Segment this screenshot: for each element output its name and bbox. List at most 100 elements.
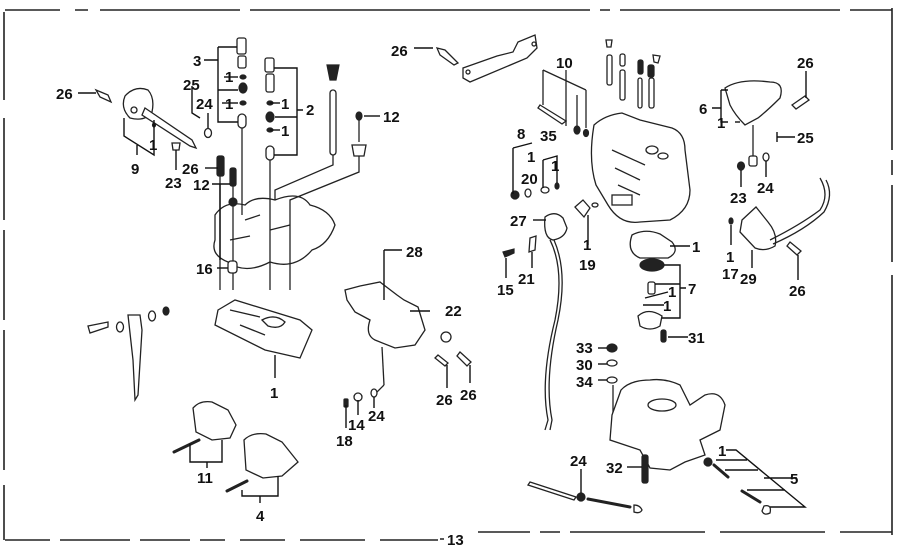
vacuum-unit-11 (172, 400, 237, 454)
spring-rod-24 (526, 481, 643, 514)
top-bracket (435, 34, 538, 83)
callout-1: 1 (583, 237, 591, 254)
callout-1: 1 (692, 239, 700, 256)
solenoid-29 (728, 177, 831, 251)
callout-5: 5 (790, 471, 798, 488)
screw-15 (502, 248, 515, 258)
callout-1: 1 (527, 149, 535, 166)
callout-35: 35 (540, 128, 557, 145)
screw-26-left (94, 88, 113, 104)
callout-25: 25 (797, 130, 814, 147)
float-rod (274, 64, 340, 200)
callout-13: 13 (447, 532, 464, 549)
washer-24 (203, 127, 213, 139)
callout-26: 26 (391, 43, 408, 60)
callout-27: 27 (510, 213, 527, 230)
callout-4: 4 (256, 508, 265, 525)
screws-26-center (434, 331, 472, 367)
sensor-27 (544, 213, 568, 431)
callout-26: 26 (182, 161, 199, 178)
callout-23: 23 (730, 190, 747, 207)
nuts-23-24-right (736, 152, 770, 171)
lever-arm-9 (122, 87, 198, 150)
callout-18: 18 (336, 433, 353, 450)
screw-31 (660, 329, 667, 343)
callout-24: 24 (570, 453, 587, 470)
callout-labels: 26 3 1 25 24 1 1 2 1 12 1 9 23 26 12 16 … (56, 43, 814, 549)
callout-30: 30 (576, 357, 593, 374)
needle-12 (289, 111, 367, 290)
adjust-screw-5 (703, 457, 772, 515)
callout-1: 1 (717, 115, 725, 132)
callout-33: 33 (576, 340, 593, 357)
vacuum-unit-4 (225, 432, 299, 493)
bracket-21 (528, 235, 537, 253)
callout-34: 34 (576, 374, 593, 391)
callout-1: 1 (281, 123, 289, 140)
callout-26: 26 (56, 86, 73, 103)
callout-25: 25 (183, 77, 200, 94)
callout-1: 1 (551, 158, 559, 175)
cover-6 (724, 80, 811, 167)
callout-17: 17 (722, 266, 739, 283)
callout-22: 22 (445, 303, 462, 320)
right-carburetor-top (590, 112, 691, 224)
choke-bracket-22 (344, 281, 426, 394)
nut-23 (171, 142, 181, 151)
callout-26: 26 (436, 392, 453, 409)
callout-24: 24 (368, 408, 385, 425)
callout-1: 1 (726, 249, 734, 266)
callout-1: 1 (663, 298, 671, 315)
callout-1: 1 (225, 69, 233, 86)
callout-1: 1 (281, 96, 289, 113)
callout-26: 26 (789, 283, 806, 300)
callout-26: 26 (797, 55, 814, 72)
callout-20: 20 (521, 171, 538, 188)
callout-1: 1 (668, 284, 676, 301)
callout-16: 16 (196, 261, 213, 278)
diaphragm-7 (637, 258, 665, 330)
callout-10: 10 (556, 55, 573, 72)
callout-29: 29 (740, 271, 757, 288)
callout-1: 1 (718, 443, 726, 460)
callout-8: 8 (517, 126, 525, 143)
callout-15: 15 (497, 282, 514, 299)
callout-6: 6 (699, 101, 707, 118)
callout-24: 24 (757, 180, 774, 197)
jet-group-top-right (605, 39, 661, 109)
callout-24: 24 (196, 96, 213, 113)
callout-32: 32 (606, 460, 623, 477)
callout-12: 12 (193, 177, 210, 194)
callout-9: 9 (131, 161, 139, 178)
callout-11: 11 (197, 470, 213, 487)
jet-stack-3 (236, 37, 248, 215)
leader-lines (78, 46, 807, 540)
jet-group-10 (537, 69, 590, 138)
small-parts-18-14-24 (343, 388, 378, 408)
float-chamber-cap-16 (227, 260, 238, 274)
gasket-1-right (629, 230, 676, 259)
diagram-frame (3, 8, 893, 541)
callout-1: 1 (225, 96, 233, 113)
callout-7: 7 (688, 281, 696, 298)
callout-28: 28 (406, 244, 423, 261)
right-carburetor-base (609, 378, 726, 471)
screw-32 (641, 454, 649, 484)
callout-26: 26 (460, 387, 477, 404)
callout-23: 23 (165, 175, 182, 192)
callout-31: 31 (688, 330, 705, 347)
callout-3: 3 (193, 53, 201, 70)
callout-2: 2 (306, 102, 314, 119)
insulator-gasket-1 (214, 299, 313, 359)
callout-1: 1 (270, 385, 278, 402)
callout-14: 14 (348, 417, 365, 434)
screw-26-right-bottom (786, 241, 802, 256)
throttle-lever (87, 306, 170, 403)
callout-12: 12 (383, 109, 400, 126)
gasket-19 (574, 199, 599, 219)
callout-1: 1 (149, 137, 157, 154)
callout-21: 21 (518, 271, 535, 288)
upper-carburetor-body (213, 195, 336, 270)
callout-19: 19 (579, 257, 596, 274)
